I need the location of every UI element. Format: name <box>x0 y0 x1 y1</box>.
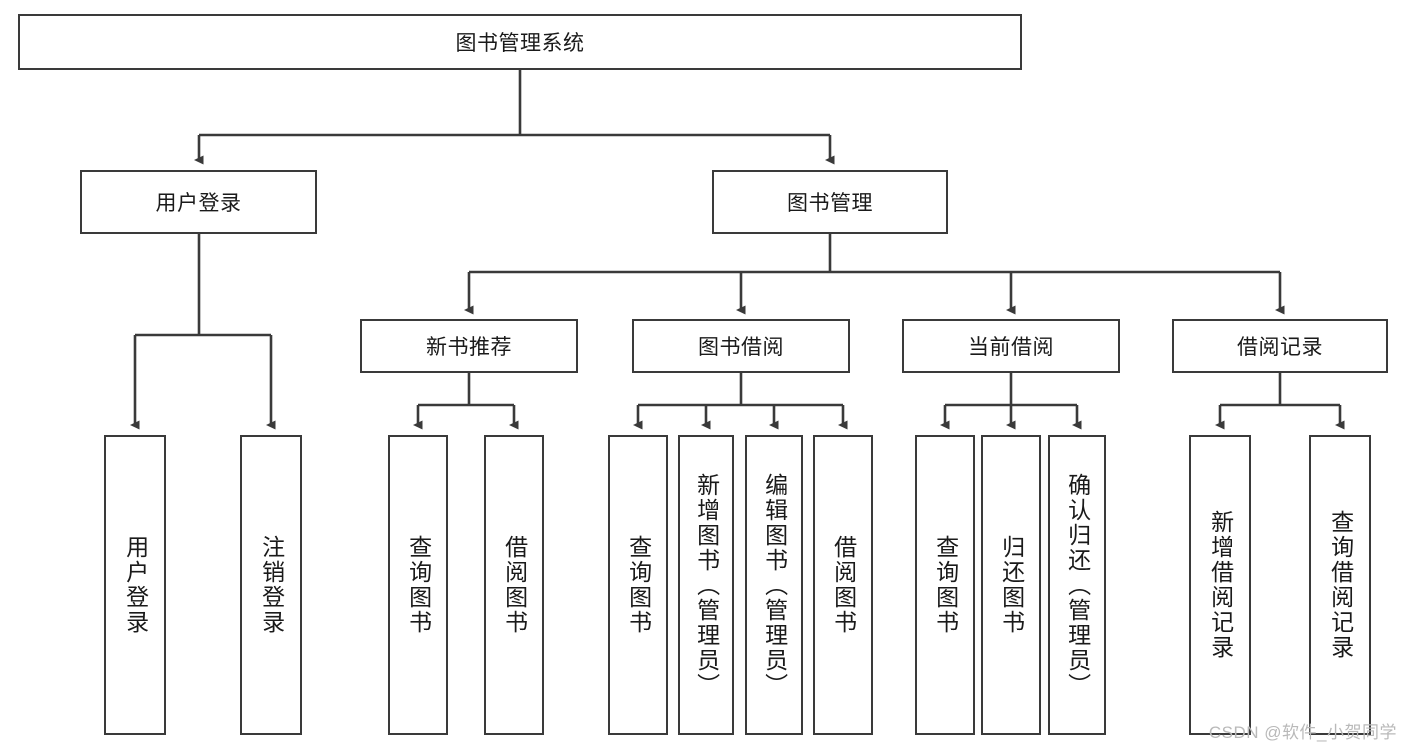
node-label: 归还图书 <box>998 535 1025 635</box>
node-leaf-query-book-2[interactable]: 查询图书 <box>608 435 668 735</box>
node-label: 借阅图书 <box>830 535 857 635</box>
csdn-watermark: CSDN @软件_小贺同学 <box>1208 723 1397 742</box>
node-label: 图书借阅 <box>698 336 784 359</box>
node-label: 借阅记录 <box>1237 336 1323 359</box>
node-leaf-confirm-ret[interactable]: 确认归还（管理员） <box>1048 435 1106 735</box>
node-label: 借阅图书 <box>501 535 528 635</box>
node-leaf-return-book[interactable]: 归还图书 <box>981 435 1041 735</box>
node-leaf-user-logout[interactable]: 注销登录 <box>240 435 302 735</box>
node-label: 当前借阅 <box>968 336 1054 359</box>
node-label: 注销登录 <box>258 535 285 635</box>
node-leaf-query-book-1[interactable]: 查询图书 <box>388 435 448 735</box>
node-book-manage[interactable]: 图书管理 <box>712 170 948 234</box>
node-leaf-user-login[interactable]: 用户登录 <box>104 435 166 735</box>
node-label: 查询借阅记录 <box>1327 510 1354 660</box>
node-label: 图书管理 <box>787 192 873 215</box>
node-label: 新增图书（管理员） <box>693 472 720 698</box>
node-leaf-query-record[interactable]: 查询借阅记录 <box>1309 435 1371 735</box>
node-label: 用户登录 <box>122 535 149 635</box>
node-label: 新书推荐 <box>426 336 512 359</box>
node-leaf-add-record[interactable]: 新增借阅记录 <box>1189 435 1251 735</box>
node-label: 查询图书 <box>625 535 652 635</box>
node-current-borrow[interactable]: 当前借阅 <box>902 319 1120 373</box>
node-label: 新增借阅记录 <box>1207 510 1234 660</box>
node-leaf-add-book[interactable]: 新增图书（管理员） <box>678 435 734 735</box>
node-label: 确认归还（管理员） <box>1064 472 1091 698</box>
node-label: 查询图书 <box>932 535 959 635</box>
node-leaf-borrow-book-1[interactable]: 借阅图书 <box>484 435 544 735</box>
node-new-book-rec[interactable]: 新书推荐 <box>360 319 578 373</box>
node-user-login[interactable]: 用户登录 <box>80 170 317 234</box>
node-leaf-query-book-3[interactable]: 查询图书 <box>915 435 975 735</box>
node-root[interactable]: 图书管理系统 <box>18 14 1022 70</box>
node-label: 图书管理系统 <box>455 32 585 55</box>
node-label: 查询图书 <box>405 535 432 635</box>
node-borrow-record[interactable]: 借阅记录 <box>1172 319 1388 373</box>
node-label: 用户登录 <box>155 192 242 215</box>
node-leaf-edit-book[interactable]: 编辑图书（管理员） <box>745 435 803 735</box>
node-leaf-borrow-book-2[interactable]: 借阅图书 <box>813 435 873 735</box>
node-book-borrow[interactable]: 图书借阅 <box>632 319 850 373</box>
node-label: 编辑图书（管理员） <box>761 472 788 698</box>
